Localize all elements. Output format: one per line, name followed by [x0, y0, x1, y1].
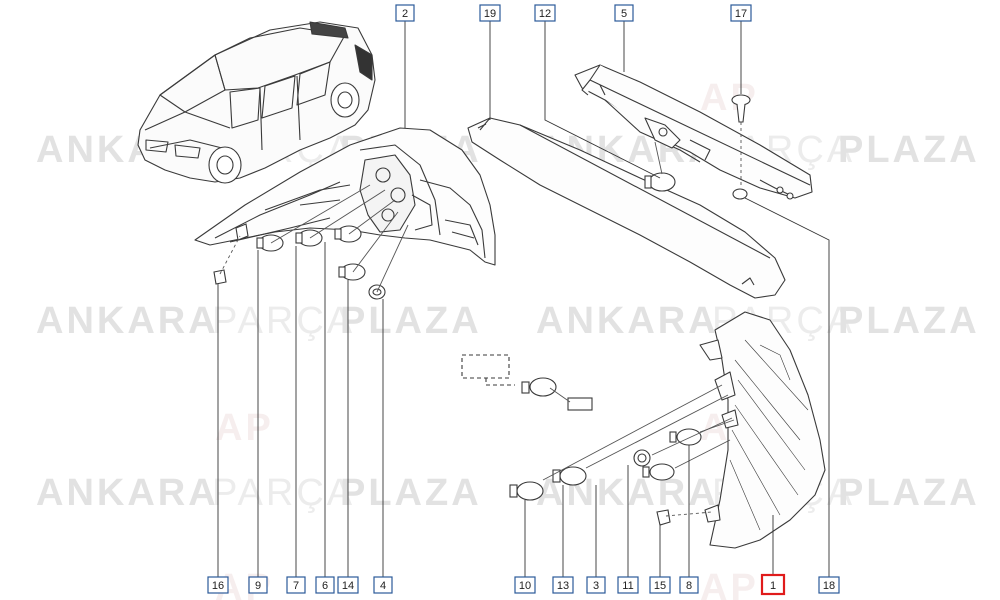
callout-17[interactable]: 17: [730, 4, 752, 22]
bulb-icon: [642, 463, 675, 481]
callout-8[interactable]: 8: [679, 576, 699, 594]
callout-4[interactable]: 4: [373, 576, 393, 594]
callout-label: 6: [322, 580, 328, 592]
clip-icon: [213, 269, 227, 285]
bulb-icon: [669, 428, 702, 446]
watermark-word: PARÇA: [212, 472, 355, 514]
callout-19[interactable]: 19: [479, 4, 501, 22]
connector-icon: [235, 223, 249, 241]
callout-label: 4: [380, 580, 386, 592]
callout-leader-lines: [217, 21, 830, 577]
watermark-logo-text: AP: [700, 567, 759, 600]
screw-icon: [731, 94, 751, 123]
clip-icon: [656, 509, 671, 526]
callout-14[interactable]: 14: [337, 576, 359, 594]
left-tail-lamp-assembly: [194, 127, 496, 266]
callout-label: 12: [539, 8, 551, 20]
callout-16[interactable]: 16: [207, 576, 229, 594]
callout-label: 14: [342, 580, 354, 592]
callout-1-highlighted[interactable]: 1: [760, 573, 786, 596]
callout-13[interactable]: 13: [552, 576, 574, 594]
socket-icon: [633, 449, 651, 467]
callout-6[interactable]: 6: [315, 576, 335, 594]
callout-label: 13: [557, 580, 569, 592]
callout-label: 11: [622, 580, 633, 592]
bulb-icon: [552, 466, 587, 486]
callout-15[interactable]: 15: [649, 576, 671, 594]
callout-label: 2: [402, 8, 408, 20]
watermark-logo-text: AP: [700, 77, 759, 119]
bulb-icon: [338, 263, 366, 281]
nut-icon: [732, 188, 748, 200]
dashed-box: [461, 354, 510, 379]
callout-label: 16: [212, 580, 224, 592]
callout-label: 1: [770, 580, 776, 592]
assembly-leader-lines: [219, 122, 742, 517]
callout-label: 10: [519, 580, 531, 592]
callout-label: 17: [735, 8, 747, 20]
right-tail-lamp-assembly: [699, 311, 826, 549]
watermark-word: ANKARA: [536, 300, 719, 342]
callout-label: 15: [654, 580, 666, 592]
callout-12[interactable]: 12: [534, 4, 556, 22]
callout-label: 7: [293, 580, 299, 592]
callout-10[interactable]: 10: [514, 576, 536, 594]
bulb-icon: [509, 481, 544, 501]
bulb-icon: [644, 172, 676, 192]
callout-3[interactable]: 3: [586, 576, 606, 594]
callout-11[interactable]: 11: [617, 576, 639, 594]
watermark-word: PARÇA: [212, 300, 355, 342]
detail-inset: [461, 354, 593, 411]
bulb-icon: [256, 234, 284, 252]
left-bulbs: [213, 223, 386, 300]
callout-5[interactable]: 5: [614, 4, 634, 22]
watermark-word: ANKARA: [36, 472, 219, 514]
gasket-icon: [567, 397, 593, 411]
watermark-logo-text: AP: [215, 407, 274, 449]
watermark-word: PLAZA: [340, 300, 482, 342]
callout-18[interactable]: 18: [818, 576, 840, 594]
callout-9[interactable]: 9: [248, 576, 268, 594]
third-brake-light-cover: [467, 117, 786, 299]
watermark-word: PLAZA: [340, 472, 482, 514]
callout-label: 18: [823, 580, 835, 592]
callout-label: 3: [593, 580, 599, 592]
callout-label: 5: [621, 8, 627, 20]
callout-2[interactable]: 2: [395, 4, 415, 22]
watermark-word: PLAZA: [838, 129, 980, 171]
watermark-word: PLAZA: [838, 300, 980, 342]
bulb-icon: [521, 377, 557, 397]
brake-light-housing: [574, 64, 813, 200]
callout-label: 8: [686, 580, 692, 592]
callout-label: 19: [484, 8, 496, 20]
car-illustration: [137, 21, 376, 184]
watermark-word: PLAZA: [838, 472, 980, 514]
callout-label: 9: [255, 580, 261, 592]
callout-group: 2 19 12 5 17 16 9 7: [207, 4, 840, 596]
watermark-word: ANKARA: [36, 300, 219, 342]
callout-7[interactable]: 7: [286, 576, 306, 594]
